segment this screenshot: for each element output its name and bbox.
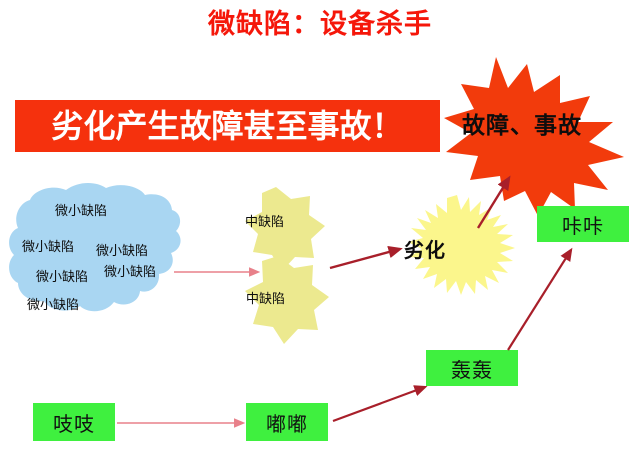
medium-defect-star-bottom-label: 中缺陷	[246, 292, 286, 307]
sound-box-kaka[interactable]: 咔咔	[537, 206, 629, 242]
degradation-sunburst	[408, 195, 515, 295]
warning-banner-text: 劣化产生故障甚至事故！	[51, 107, 404, 145]
medium-defect-star-top	[245, 187, 325, 271]
tiny-defect-label: 微小缺陷	[36, 270, 89, 285]
sound-box-kaka-label: 咔咔	[562, 213, 604, 238]
medium-defect-star-bottom	[245, 256, 329, 344]
sound-box-dudu-label: 嘟嘟	[266, 411, 308, 436]
arrow-dudu-to-honghong	[332, 385, 428, 423]
arrow-honghong-to-kaka	[507, 247, 573, 351]
tiny-defect-label: 微小缺陷	[27, 298, 80, 313]
degradation-sunburst-label: 劣化	[404, 238, 446, 262]
arrow-sunburst-to-burst	[476, 175, 511, 229]
tiny-defect-label: 微小缺陷	[55, 204, 108, 219]
warning-banner: 劣化产生故障甚至事故！	[15, 100, 440, 152]
failure-accident-burst	[444, 57, 624, 216]
sound-box-zhizhi[interactable]: 吱吱	[33, 403, 115, 441]
tiny-defect-label: 微小缺陷	[104, 265, 157, 280]
arrow-star-to-sunburst	[329, 245, 403, 270]
sound-box-dudu[interactable]: 嘟嘟	[246, 403, 328, 441]
sound-box-honghong-label: 轰轰	[451, 357, 493, 382]
tiny-defect-label: 微小缺陷	[96, 244, 149, 259]
page-title: 微缺陷：设备杀手	[208, 9, 432, 40]
tiny-defect-cloud	[9, 182, 181, 312]
medium-defect-star-top-label: 中缺陷	[245, 215, 285, 230]
sound-box-zhizhi-label: 吱吱	[53, 411, 95, 436]
tiny-defect-label: 微小缺陷	[22, 240, 75, 255]
sound-box-honghong[interactable]: 轰轰	[426, 350, 518, 386]
failure-accident-burst-label: 故障、事故	[462, 113, 582, 139]
